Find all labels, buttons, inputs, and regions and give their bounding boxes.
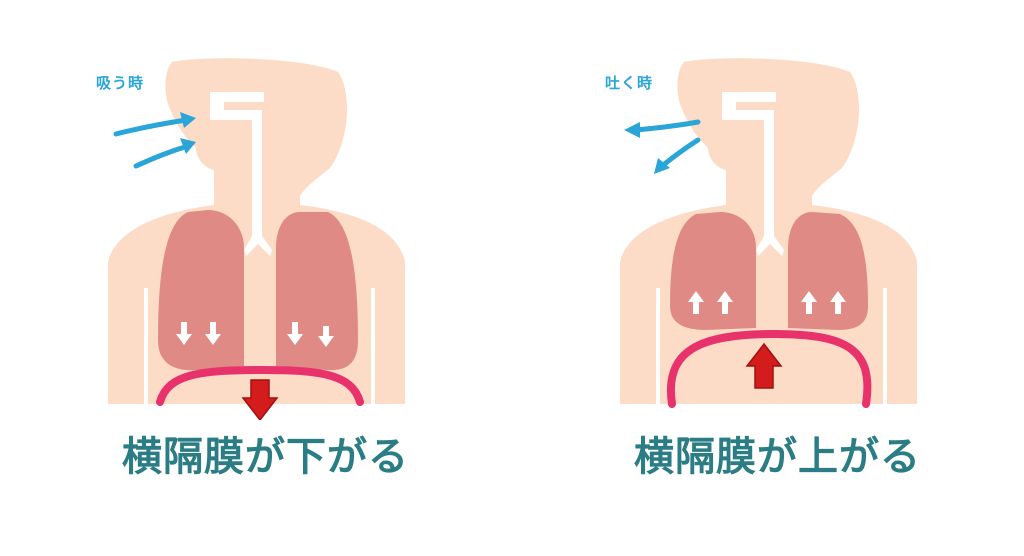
air-arrow-icon (659, 137, 701, 169)
arrow-down-icon (287, 322, 303, 345)
air-arrowhead-icon (654, 158, 670, 174)
airway (210, 92, 272, 256)
arrow-up-icon (717, 291, 733, 314)
right-lung (276, 212, 358, 371)
airway (722, 92, 784, 256)
air-arrow-icon (133, 143, 191, 169)
air-arrow-icon (633, 119, 701, 133)
exhale-figure (620, 58, 917, 408)
arrow-up-icon (830, 291, 846, 314)
exhale-panel: 吐く時 横隔膜が上がる (512, 0, 1024, 556)
inhale-figure (108, 58, 405, 420)
arrow-up-icon (801, 291, 817, 314)
left-lung (670, 212, 756, 330)
exhale-air-arrows (633, 119, 701, 169)
rib-line-right (371, 288, 375, 404)
arrow-down-icon (176, 322, 192, 345)
inhale-air-arrows (113, 117, 191, 169)
left-lung (158, 210, 244, 371)
right-lung (788, 212, 868, 330)
lung-arrows (176, 322, 334, 347)
rib-line-right (883, 288, 887, 404)
arrow-up-icon (688, 291, 704, 314)
diaphragm-curve (666, 329, 872, 408)
lung-arrows (688, 291, 846, 314)
air-arrow-icon (113, 117, 189, 137)
diaphragm-down-arrow-icon (241, 379, 279, 420)
air-arrowhead-icon (180, 138, 196, 154)
air-arrowhead-icon (180, 112, 196, 128)
rib-line-left (656, 288, 660, 404)
arrow-down-icon (318, 326, 334, 347)
inhale-label: 吸う時 (96, 74, 145, 92)
inhale-panel: 吸う時 横隔膜が下がる (96, 58, 409, 480)
inhale-caption: 横隔膜が下がる (122, 434, 409, 480)
rib-line-left (144, 288, 148, 404)
exhale-label: 吐く時 (605, 74, 654, 92)
diaphragm-up-arrow-icon (745, 342, 783, 389)
air-arrowhead-icon (624, 122, 640, 138)
diaphragm-curve (156, 365, 364, 406)
exhale-caption: 横隔膜が上がる (634, 434, 921, 480)
arrow-down-icon (205, 322, 221, 345)
